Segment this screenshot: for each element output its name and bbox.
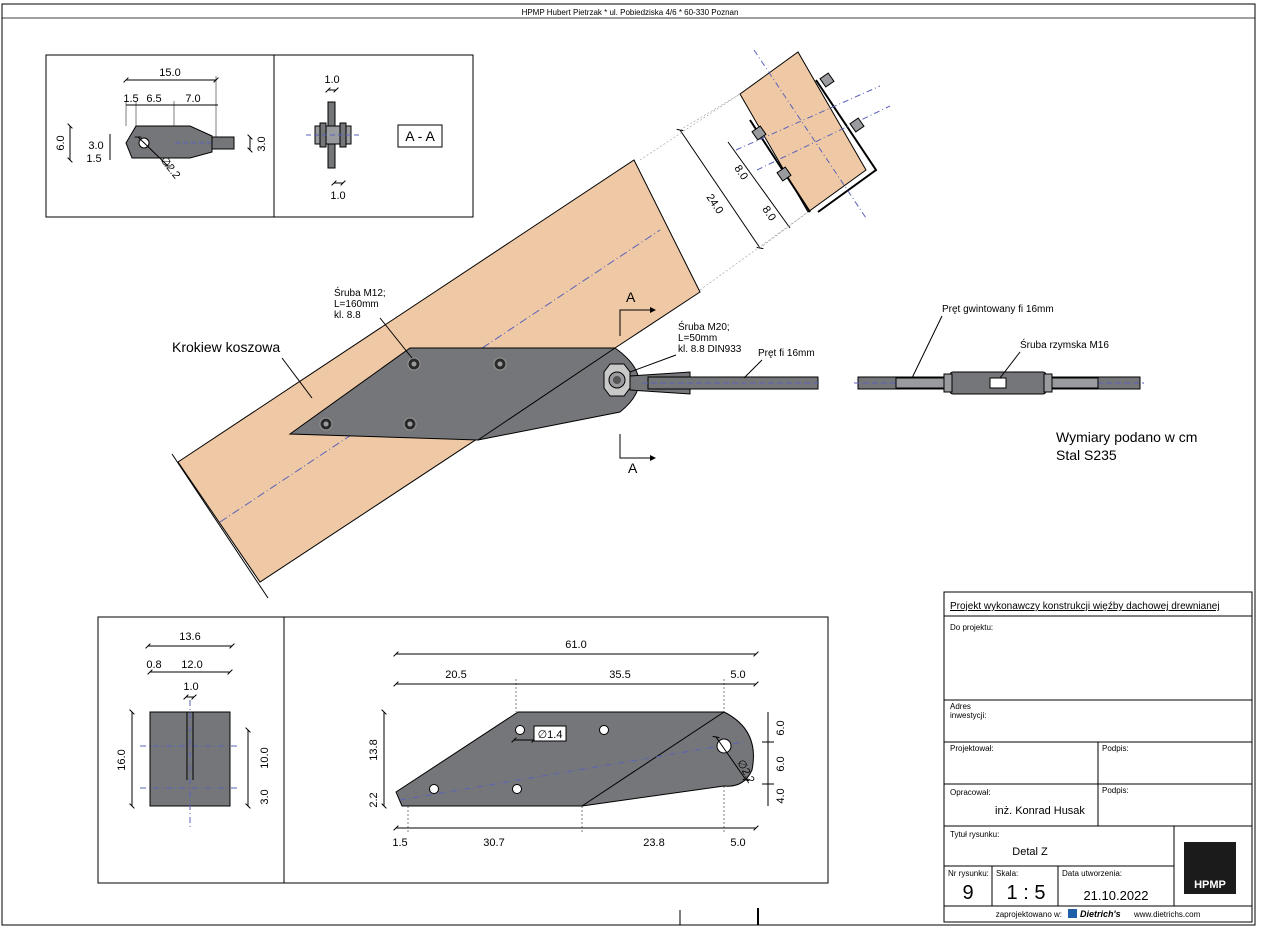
dim-4-0: 4.0 <box>775 788 787 803</box>
section-label: A - A <box>405 128 435 144</box>
note-steel: Stal S235 <box>1056 447 1117 463</box>
note-units: Wymiary podano w cm <box>1056 429 1197 445</box>
tb-date: 21.10.2022 <box>1083 888 1148 903</box>
tb-brand-url: www.dietrichs.com <box>1133 910 1201 919</box>
top-detail-box: ∅2.2 15.0 1.5 6.5 7.0 6.0 3.0 1.5 3.0 1.… <box>45 54 474 218</box>
tb-designed-with: zaprojektowano w: <box>996 910 1062 919</box>
tb-prepared: Opracował: <box>950 788 990 797</box>
dim-6-5: 6.5 <box>146 93 161 105</box>
section-label-box <box>397 124 443 148</box>
tb-project: Projekt wykonawczy konstrukcji więźby da… <box>950 601 1220 612</box>
dim-6-0-r1: 6.0 <box>775 720 787 735</box>
dim-6-0-left: 6.0 <box>55 135 67 150</box>
tb-logo <box>1184 842 1236 894</box>
bolt-m12-label-2: L=160mm <box>334 299 379 310</box>
header-text: HPMP Hubert Pietrzak * ul. Pobiedziska 4… <box>522 8 739 17</box>
tb-title-label: Tytuł rysunku: <box>950 830 999 839</box>
dim-5-0-bottom: 5.0 <box>730 837 745 849</box>
bolts-m12 <box>319 357 507 431</box>
dim-2-2-left: 2.2 <box>368 792 380 807</box>
dim-1-0: 1.0 <box>183 681 198 693</box>
bolt-m12-label-1: Śruba M12; <box>334 286 386 299</box>
tb-logo-text: HPMP <box>1194 879 1226 891</box>
bolt-m20-label-2: L=50mm <box>678 333 717 344</box>
rod-label: Pręt fi 16mm <box>758 348 815 359</box>
tb-date-label: Data utworzenia: <box>1062 869 1122 878</box>
dim-dia-1-4: ∅1.4 <box>538 729 563 741</box>
tb-for-project: Do projektu: <box>950 623 993 632</box>
tb-designed: Projektował: <box>950 744 994 753</box>
plate-main <box>395 711 754 807</box>
dim-13-6: 13.6 <box>179 631 200 643</box>
dim-5-0-top: 5.0 <box>730 669 745 681</box>
dim-15-0: 15.0 <box>159 67 180 79</box>
tb-num: 9 <box>962 882 973 904</box>
dim-23-8: 23.8 <box>643 837 664 849</box>
dim-1-5-bottom: 1.5 <box>392 837 407 849</box>
tb-num-label: Nr rysunku: <box>948 869 989 878</box>
dim-13-8: 13.8 <box>368 739 380 760</box>
dim-3-0-left: 3.0 <box>88 140 103 152</box>
tb-brand-icon <box>1068 909 1077 918</box>
dim-dia-small: ∅2.2 <box>158 154 183 181</box>
dim-24-0: 24.0 <box>704 192 726 216</box>
bolt-m12-label-3: kl. 8.8 <box>334 310 361 321</box>
dim-20-5: 20.5 <box>445 669 466 681</box>
tb-address-2: inwestycji: <box>950 711 986 720</box>
dim-30-7: 30.7 <box>483 837 504 849</box>
tb-sign-2: Podpis: <box>1102 786 1129 795</box>
bolt-m20-label-3: kl. 8.8 DIN933 <box>678 344 742 355</box>
dim-0-8: 0.8 <box>146 659 161 671</box>
dim-61-0: 61.0 <box>565 639 586 651</box>
tb-scale: 1 : 5 <box>1007 882 1046 904</box>
rafter-label: Krokiew koszowa <box>172 339 280 355</box>
tb-address-1: Adres <box>950 702 971 711</box>
dim-3-0-bl: 3.0 <box>259 789 271 804</box>
bolt-m20-label-1: Śruba M20; <box>678 320 730 333</box>
section-thk-top: 1.0 <box>324 74 339 86</box>
dim-3-0-right: 3.0 <box>256 136 268 151</box>
dim-8-0-a: 8.0 <box>732 163 751 182</box>
dim-16-0: 16.0 <box>116 749 128 770</box>
dim-10-0: 10.0 <box>259 747 271 768</box>
dim-1-5-top: 1.5 <box>123 93 138 105</box>
section-thk-bottom: 1.0 <box>330 190 345 202</box>
tb-brand: Dietrich's <box>1080 909 1121 919</box>
title-block: Projekt wykonawczy konstrukcji więźby da… <box>943 591 1253 923</box>
dim-12-0: 12.0 <box>181 659 202 671</box>
threaded-rod-label: Pręt gwintowany fi 16mm <box>942 304 1054 315</box>
sheet-border <box>1 3 1256 926</box>
dim-1-5-left: 1.5 <box>86 153 101 165</box>
bottom-detail-box: 13.6 0.8 12.0 1.0 16.0 10.0 3.0 61.0 20.… <box>97 616 829 884</box>
dim-6-0-r2: 6.0 <box>775 756 787 771</box>
section-mark-a-bottom: A <box>628 460 638 476</box>
dim-35-5: 35.5 <box>609 669 630 681</box>
tb-author: inż. Konrad Husak <box>995 805 1085 817</box>
turnbuckle-label: Śruba rzymska M16 <box>1020 338 1109 351</box>
tb-sign-1: Podpis: <box>1102 744 1129 753</box>
tb-title: Detal Z <box>1012 846 1048 858</box>
tb-scale-label: Skala: <box>996 869 1018 878</box>
dim-7-0: 7.0 <box>185 93 200 105</box>
rafter-group: 24.0 8.0 8.0 A A <box>171 49 1144 599</box>
section-mark-a-top: A <box>626 289 636 305</box>
